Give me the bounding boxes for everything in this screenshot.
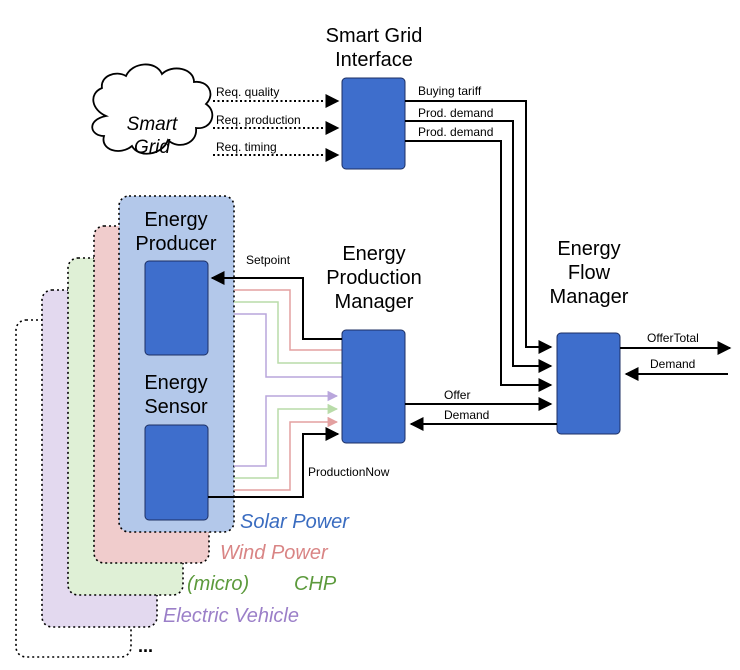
solar-power-label: Solar Power	[240, 511, 350, 533]
buying-tariff-label: Buying tariff	[418, 84, 482, 98]
chp-micro-label: (micro)	[187, 573, 249, 595]
cloud-label-1: Smart	[127, 114, 178, 135]
chp-setpoint-line	[234, 301, 343, 364]
req-quality-label: Req. quality	[216, 85, 279, 99]
epm-title-1: Energy	[342, 243, 405, 265]
buying-tariff-arrow	[405, 100, 553, 354]
production-now-arrow	[208, 427, 340, 498]
smart-grid-cloud-icon	[91, 63, 214, 155]
demand-label: Demand	[444, 408, 489, 422]
prod-demand-1-label: Prod. demand	[418, 106, 493, 120]
energy-flow-manager-box	[556, 332, 621, 435]
prod-demand-1-arrow	[405, 120, 553, 373]
epm-title-2: Production	[326, 267, 422, 289]
efm-title-3: Manager	[550, 286, 629, 308]
smart-grid-interface-title-1: Smart Grid	[326, 25, 423, 47]
req-production-label: Req. production	[216, 113, 301, 127]
wind-setpoint-line	[234, 289, 343, 351]
energy-sensor-box	[144, 424, 209, 521]
smart-grid-interface-title-2: Interface	[335, 49, 413, 71]
wind-sensor-line	[234, 416, 339, 491]
smart-grid-interface-box	[341, 77, 406, 170]
req-timing-label: Req. timing	[216, 140, 277, 154]
epm-title-3: Manager	[335, 291, 414, 313]
prod-demand-2-arrow	[405, 140, 553, 392]
ev-sensor-line	[234, 390, 339, 467]
ev-setpoint-line	[234, 313, 343, 378]
energy-sensor-title-2: Sensor	[144, 396, 208, 418]
chp-sensor-line	[234, 403, 339, 479]
energy-producer-title-2: Producer	[135, 233, 216, 255]
efm-title-2: Flow	[568, 262, 611, 284]
production-now-label: ProductionNow	[308, 465, 390, 479]
offer-label: Offer	[444, 388, 470, 402]
cloud-label-2: Grid	[134, 137, 171, 158]
efm-title-1: Energy	[557, 238, 620, 260]
chp-label: CHP	[294, 573, 337, 595]
energy-production-manager-box	[341, 329, 406, 444]
more-sources-ellipsis: ...	[138, 636, 153, 656]
setpoint-label: Setpoint	[246, 253, 291, 267]
energy-producer-box	[144, 260, 209, 356]
demand-out-label: Demand	[650, 357, 695, 371]
energy-sensor-title-1: Energy	[144, 372, 207, 394]
setpoint-arrow	[210, 271, 342, 340]
energy-producer-title-1: Energy	[144, 209, 207, 231]
offer-total-label: OfferTotal	[647, 331, 699, 345]
prod-demand-2-label: Prod. demand	[418, 125, 493, 139]
wind-power-label: Wind Power	[220, 542, 329, 564]
electric-vehicle-label: Electric Vehicle	[163, 605, 299, 627]
